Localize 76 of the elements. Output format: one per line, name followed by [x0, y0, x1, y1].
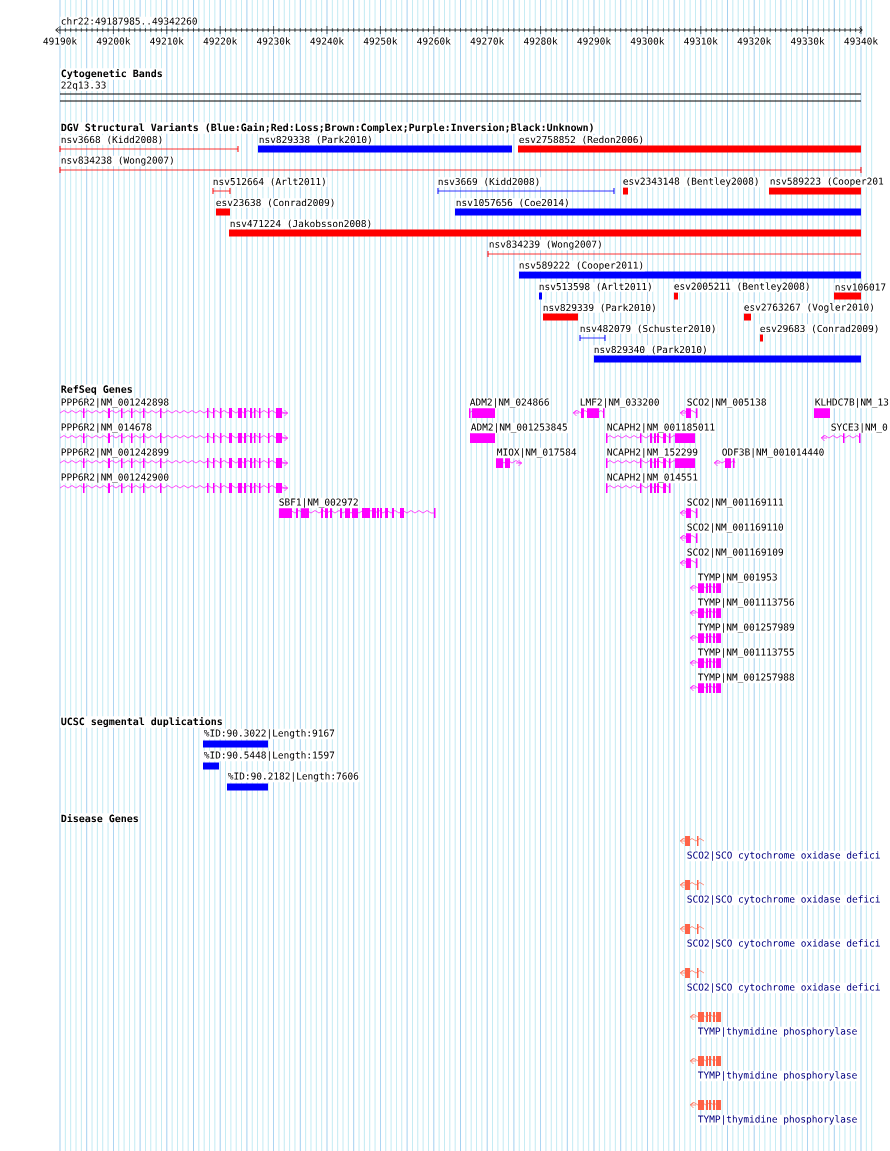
variant-label: nsv106017: [834, 282, 887, 292]
variant-label: nsv834239 (Wong2007): [488, 239, 604, 251]
gene-label: ADM2|NM_024866: [469, 397, 551, 409]
tick-label: 49280k: [522, 36, 559, 46]
gene-label: MIOX|NM_017584: [496, 447, 578, 459]
gene-label: ODF3B|NM_001014440: [721, 447, 825, 459]
variant-label: nsv834238 (Wong2007): [60, 155, 176, 167]
disease-gene-label: TYMP|thymidine phosphorylase: [697, 1026, 858, 1038]
gene-label: ADM2|NM_001253845: [470, 422, 569, 434]
variant-label: nsv3668 (Kidd2008): [60, 135, 164, 145]
gene-label: TYMP|NM_001953: [697, 572, 779, 584]
gene-label: SCO2|NM_005138: [686, 397, 768, 409]
disease-gene-label: TYMP|thymidine phosphorylase: [697, 1070, 858, 1082]
tick-label: 49260k: [416, 36, 452, 46]
gene-label: NCAPH2|NM_152299: [606, 447, 699, 459]
variant-label: nsv482079 (Schuster2010): [579, 324, 718, 334]
tick-label: 49300k: [629, 36, 666, 46]
tick-label: 49250k: [362, 36, 399, 46]
gene-label: TYMP|NM_001113755: [697, 647, 796, 659]
gene-label: LMF2|NM_033200: [579, 397, 661, 409]
gene-label: NCAPH2|NM_014551: [606, 472, 699, 484]
track-title: UCSC segmental duplications: [60, 716, 224, 728]
track-title: Disease Genes: [60, 813, 140, 823]
duplication-label: %ID:90.3022|Length:9167: [203, 728, 336, 740]
tick-label: 49330k: [789, 36, 826, 46]
gene-label: PPP6R2|NM_001242898: [60, 397, 170, 409]
disease-gene-label: SCO2|SCO cytochrome oxidase defici: [686, 938, 882, 950]
tick-label: 49320k: [736, 36, 772, 46]
gene-label: SCO2|NM_001169110: [686, 522, 785, 534]
gene-label: PPP6R2|NM_014678: [60, 422, 153, 434]
duplication-label: %ID:90.5448|Length:1597: [203, 750, 336, 762]
gene-label: TYMP|NM_001257988: [697, 672, 796, 684]
tick-label: 49340k: [843, 36, 879, 46]
disease-gene-label: SCO2|SCO cytochrome oxidase defici: [686, 850, 882, 862]
tick-label: 49230k: [255, 36, 292, 46]
variant-label: nsv3669 (Kidd2008): [437, 177, 541, 187]
gene-label: SCO2|NM_001169109: [686, 547, 785, 559]
tick-label: 49190k: [42, 36, 78, 46]
gene-label: PPP6R2|NM_001242899: [60, 447, 170, 459]
variant-label: nsv829338 (Park2010): [258, 135, 374, 145]
gene-label: NCAPH2|NM_001185011: [606, 422, 716, 434]
variant-label: nsv829340 (Park2010): [593, 345, 709, 355]
variant-label: nsv589223 (Cooper201: [769, 176, 885, 188]
tick-label: 49310k: [683, 36, 719, 46]
gene-label: SCO2|NM_001169111: [686, 497, 785, 509]
tick-label: 49240k: [309, 36, 345, 46]
variant-label: esv29683 (Conrad2009): [759, 324, 881, 334]
disease-gene-label: TYMP|thymidine phosphorylase: [697, 1114, 858, 1126]
tick-label: 49270k: [469, 36, 505, 46]
duplication-label: %ID:90.2182|Length:7606: [227, 771, 360, 783]
variant-label: esv2763267 (Vogler2010): [743, 302, 876, 314]
tick-label: 49210k: [149, 36, 185, 46]
variant-label: nsv512664 (Arlt2011): [212, 177, 328, 187]
variant-label: esv2005211 (Bentley2008): [673, 281, 812, 293]
track-title: RefSeq Genes: [60, 384, 134, 396]
disease-gene-label: SCO2|SCO cytochrome oxidase defici: [686, 982, 882, 994]
tick-label: 49290k: [576, 36, 612, 46]
gene-label: KLHDC7B|NM_13: [814, 397, 890, 409]
variant-label: nsv513598 (Arlt2011): [538, 282, 654, 292]
gene-label: TYMP|NM_001257989: [697, 622, 796, 634]
variant-label: nsv471224 (Jakobsson2008): [229, 219, 373, 229]
variant-label: esv23638 (Conrad2009): [215, 198, 337, 208]
tick-label: 49220k: [202, 36, 238, 46]
disease-gene-label: SCO2|SCO cytochrome oxidase defici: [686, 894, 882, 906]
gene-label: TYMP|NM_001113756: [697, 597, 796, 609]
variant-label: nsv589222 (Cooper2011): [518, 260, 645, 272]
band-label: 22q13.33: [60, 80, 107, 92]
coordinate-label: chr22:49187985..49342260: [60, 16, 199, 26]
variant-label: nsv1057656 (Coe2014): [455, 198, 571, 208]
gene-label: SBF1|NM_002972: [278, 497, 360, 509]
gene-label: SYCE3|NM_0: [830, 422, 889, 434]
variant-label: esv2343148 (Bentley2008): [622, 176, 761, 188]
tick-label: 49200k: [95, 36, 132, 46]
variant-label: nsv829339 (Park2010): [542, 303, 658, 313]
gene-label: PPP6R2|NM_001242900: [60, 472, 170, 484]
variant-label: esv2758852 (Redon2006): [518, 135, 645, 145]
